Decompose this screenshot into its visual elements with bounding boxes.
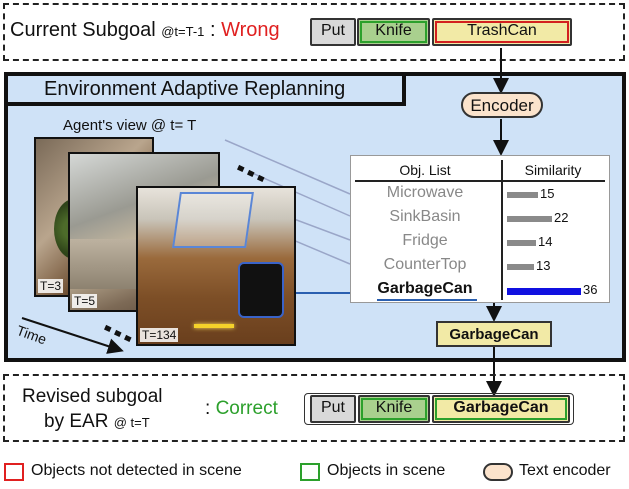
encoder-pill: Encoder xyxy=(461,92,543,118)
similarity-bar xyxy=(507,264,534,270)
obj-row-fridge: Fridge xyxy=(402,232,448,249)
current-subgoal-status: Wrong xyxy=(221,19,280,41)
revised-colon: : xyxy=(205,398,211,419)
obj-row-garbagecan: GarbageCan xyxy=(377,280,473,297)
revised-token-put: Put xyxy=(310,395,356,423)
ear-title: Environment Adaptive Replanning xyxy=(44,78,346,100)
similarity-bar xyxy=(507,216,552,222)
current-subgoal-label: Current Subgoal xyxy=(10,19,156,41)
current-subgoal-text: Current Subgoal @t=T-1 : Wrong xyxy=(10,19,280,42)
revised-token-knife: Knife xyxy=(358,395,430,423)
ear-title-box: Environment Adaptive Replanning xyxy=(8,76,406,106)
garbagecan-underline xyxy=(377,299,477,301)
current-token-knife: Knife xyxy=(357,18,430,46)
revised-subgoal-box xyxy=(3,374,625,442)
revised-token-garbagecan: GarbageCan xyxy=(432,395,570,423)
current-token-put: Put xyxy=(310,18,356,46)
current-subgoal-box xyxy=(3,3,625,61)
revised-status-wrap: : Correct xyxy=(205,398,278,420)
legend-green-swatch xyxy=(300,463,320,481)
similarity-value: 15 xyxy=(540,186,555,201)
table-divider xyxy=(501,160,503,300)
selected-object: GarbageCan xyxy=(436,321,552,347)
similarity-bar xyxy=(507,288,581,295)
legend-red-label: Objects not detected in scene xyxy=(31,462,242,479)
similarity-bar xyxy=(507,240,536,246)
obj-row-microwave: Microwave xyxy=(386,184,464,201)
obj-row-countertop: CounterTop xyxy=(383,256,467,273)
obj-row-sinkbasin: SinkBasin xyxy=(389,208,461,225)
frame-label-t5: T=5 xyxy=(72,294,98,308)
revised-label-line2-wrap: by EAR @ t=T xyxy=(44,411,150,433)
revised-time: @ t=T xyxy=(113,415,150,430)
revised-status: Correct xyxy=(215,398,278,419)
revised-label-line2: by EAR xyxy=(44,411,109,432)
knife-glow xyxy=(194,324,234,328)
frame-t134: T=134 xyxy=(136,186,296,346)
similarity-bar xyxy=(507,192,538,198)
legend-red-swatch xyxy=(4,463,24,481)
legend-green-label: Objects in scene xyxy=(327,462,446,479)
time-arrow xyxy=(21,317,124,354)
revised-token-frame xyxy=(304,393,574,425)
garbagecan-shape xyxy=(238,262,284,318)
frame-label-t3: T=3 xyxy=(38,279,64,293)
similarity-value: 13 xyxy=(536,258,551,273)
similarity-table: Obj. List Similarity Microwave SinkBasin… xyxy=(350,155,610,303)
current-subgoal-colon: : xyxy=(209,19,216,41)
agent-view-label: Agent's view @ t= T xyxy=(63,117,197,134)
revised-label-line1: Revised subgoal xyxy=(22,386,163,407)
similarity-value: 14 xyxy=(538,234,553,249)
legend-encoder-swatch xyxy=(483,463,513,481)
current-token-trashcan: TrashCan xyxy=(432,18,572,46)
cabinet-outline xyxy=(172,192,254,248)
current-subgoal-time: @t=T-1 xyxy=(161,24,205,39)
table-header-obj: Obj. List xyxy=(399,162,451,178)
similarity-value: 22 xyxy=(554,210,569,225)
table-header-sim: Similarity xyxy=(524,162,582,178)
table-header-rule xyxy=(355,180,605,182)
frame-label-t134: T=134 xyxy=(140,328,179,342)
similarity-value: 36 xyxy=(583,282,598,297)
legend-encoder-label: Text encoder xyxy=(519,462,611,479)
